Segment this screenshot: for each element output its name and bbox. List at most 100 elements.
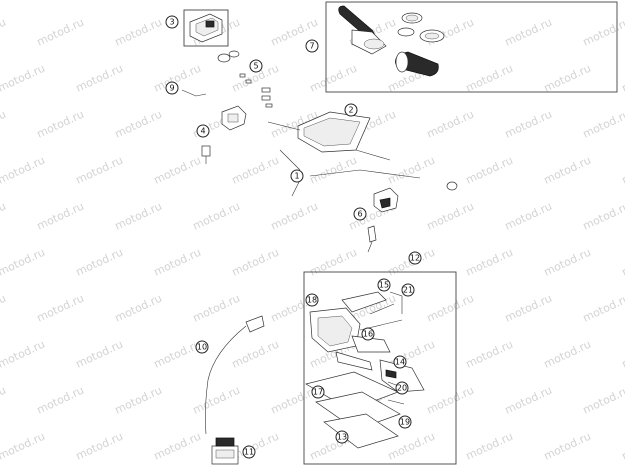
callout-18: 18 [305, 293, 319, 307]
callout-11: 11 [242, 445, 256, 459]
watermark-text: motod.ru [74, 0, 125, 3]
watermark-text: motod.ru [542, 430, 593, 463]
grip-kit-frame [325, 1, 618, 93]
watermark-text: motod.ru [0, 0, 47, 3]
watermark-text: motod.ru [0, 154, 47, 187]
switch-part-4 [201, 105, 247, 164]
watermark-text: motod.ru [74, 430, 125, 463]
callout-7: 7 [305, 39, 319, 53]
assembly-leader-lines [279, 149, 421, 197]
handlebar-part [267, 111, 391, 161]
callout-9: 9 [165, 81, 179, 95]
svg-text:1: 1 [294, 172, 299, 181]
watermark-text: motod.ru [113, 108, 164, 141]
watermark-text: motod.ru [113, 292, 164, 325]
watermark-text: motod.ru [230, 154, 281, 187]
watermark-text: motod.ru [0, 246, 47, 279]
watermark-text: motod.ru [464, 62, 515, 95]
svg-text:21: 21 [403, 286, 413, 295]
watermark-text: motod.ru [152, 338, 203, 371]
callout-15: 15 [377, 278, 391, 292]
callout-4: 4 [196, 124, 210, 138]
watermark-text: motod.ru [464, 246, 515, 279]
grip-left-part [338, 5, 387, 55]
watermark-text: motod.ru [581, 384, 625, 417]
watermark-text: motod.ru [74, 62, 125, 95]
watermark-text: motod.ru [503, 384, 554, 417]
svg-text:10: 10 [197, 343, 207, 352]
watermark-text: motod.ru [308, 154, 359, 187]
callout-16: 16 [361, 327, 375, 341]
watermark-text: motod.ru [0, 338, 47, 371]
watermark-text: motod.ru [542, 62, 593, 95]
watermark-text: motod.ru [425, 108, 476, 141]
watermark-text: motod.ru [35, 16, 86, 49]
svg-text:11: 11 [244, 448, 254, 457]
watermark-text: motod.ru [113, 16, 164, 49]
svg-text:7: 7 [309, 42, 314, 51]
svg-text:20: 20 [397, 384, 407, 393]
svg-text:2: 2 [348, 106, 353, 115]
watermark-text: motod.ru [581, 16, 625, 49]
watermark-text: motod.ru [0, 292, 8, 325]
watermark-text: motod.ru [74, 338, 125, 371]
watermark-text: motod.ru [191, 292, 242, 325]
watermark-text: motod.ru [620, 0, 625, 3]
watermark-text: motod.ru [35, 108, 86, 141]
throttle-housing-part [189, 13, 223, 43]
watermark-text: motod.ru [620, 338, 625, 371]
seal-kit-part [305, 371, 401, 449]
watermark-text: motod.ru [581, 292, 625, 325]
lower-leader-lines [359, 291, 405, 405]
callout-1: 1 [290, 169, 304, 183]
svg-text:9: 9 [169, 84, 174, 93]
watermark-text: motod.ru [503, 16, 554, 49]
watermark-text: motod.ru [308, 246, 359, 279]
ring-part [446, 181, 458, 191]
callout-20: 20 [395, 381, 409, 395]
watermark-text: motod.ru [464, 338, 515, 371]
watermark-text: motod.ru [191, 384, 242, 417]
watermark-text: motod.ru [425, 200, 476, 233]
callout-13: 13 [335, 430, 349, 444]
watermark-text: motod.ru [308, 62, 359, 95]
watermark-text: motod.ru [113, 200, 164, 233]
watermark-text: motod.ru [503, 108, 554, 141]
watermark-text: motod.ru [152, 154, 203, 187]
callout-14: 14 [393, 355, 407, 369]
watermark-text: motod.ru [503, 200, 554, 233]
watermark-text: motod.ru [464, 154, 515, 187]
watermark-text: motod.ru [464, 430, 515, 463]
clutch-cylinder-part [379, 359, 425, 393]
callout-5: 5 [249, 59, 263, 73]
svg-text:15: 15 [379, 281, 389, 290]
svg-text:18: 18 [307, 296, 317, 305]
throttle-tube-parts [397, 12, 445, 43]
watermark-text: motod.ru [269, 200, 320, 233]
watermark-text: motod.ru [35, 384, 86, 417]
watermark-text: motod.ru [542, 154, 593, 187]
watermark-text: motod.ru [0, 384, 8, 417]
watermark-text: motod.ru [620, 246, 625, 279]
svg-text:4: 4 [200, 127, 205, 136]
watermark-text: motod.ru [152, 0, 203, 3]
watermark-text: motod.ru [191, 200, 242, 233]
watermark-text: motod.ru [0, 16, 8, 49]
watermark-text: motod.ru [152, 430, 203, 463]
callout-10: 10 [195, 340, 209, 354]
cable-part-9 [181, 89, 207, 97]
watermark-text: motod.ru [113, 384, 164, 417]
grip-right-part [395, 51, 439, 77]
switch-part-6 [367, 187, 399, 253]
watermark-text: motod.ru [581, 200, 625, 233]
cable-part-10 [205, 325, 247, 435]
clutch-assembly-frame [303, 271, 457, 465]
svg-text:17: 17 [313, 388, 323, 397]
callout-3: 3 [165, 15, 179, 29]
watermark-text: motod.ru [74, 246, 125, 279]
watermark-text: motod.ru [0, 430, 47, 463]
watermark-text: motod.ru [0, 108, 8, 141]
watermark-text: motod.ru [230, 338, 281, 371]
lubricant-part-11 [211, 437, 239, 465]
